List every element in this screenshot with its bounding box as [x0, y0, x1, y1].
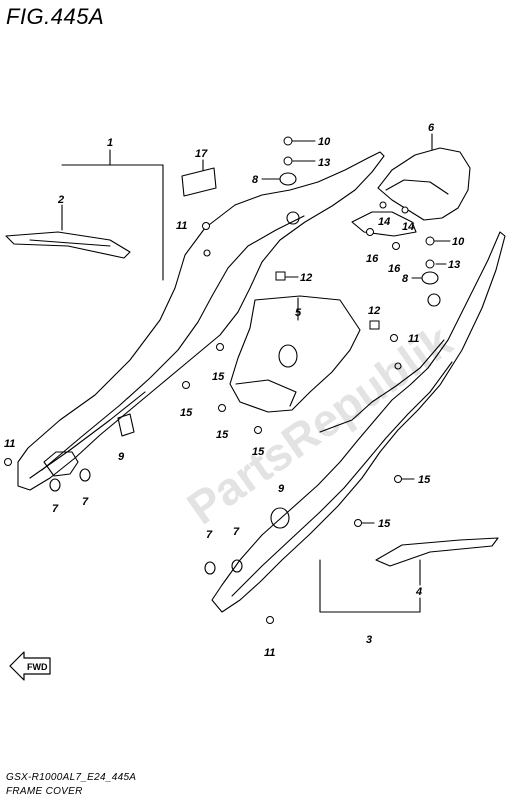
left-cover-tab — [43, 451, 79, 477]
nut-15f — [354, 519, 362, 527]
center-cover-lower-flap — [235, 379, 297, 407]
callout-17: 17 — [195, 148, 208, 160]
callout-8: 8 — [402, 273, 409, 285]
nut-15d — [254, 426, 262, 434]
right-cover-mount-hole — [427, 293, 441, 307]
right-cover-mount-hole — [394, 362, 402, 370]
center-cover-grommet-hole — [278, 344, 298, 368]
callout-15: 15 — [212, 371, 225, 383]
callout-13: 13 — [448, 259, 460, 271]
leader-line-3 — [319, 559, 421, 613]
caution-sticker — [181, 167, 217, 197]
callout-3: 3 — [366, 634, 372, 646]
screw-10-upper — [283, 136, 293, 146]
clip-12b — [369, 320, 380, 330]
callout-10: 10 — [318, 136, 331, 148]
callout-7: 7 — [52, 503, 59, 515]
left-frame-cover — [17, 151, 385, 491]
callout-12: 12 — [300, 272, 312, 284]
callout-15: 15 — [252, 446, 265, 458]
callout-7: 7 — [206, 529, 213, 541]
callout-12: 12 — [368, 305, 380, 317]
left-decal-stripe — [5, 231, 131, 259]
insert-14a — [379, 201, 387, 209]
left-decal-stripe-line — [29, 239, 111, 247]
right-cover-upper-edge — [319, 339, 445, 433]
clip-12a — [275, 271, 286, 281]
callout-14: 14 — [378, 216, 390, 228]
callout-15: 15 — [378, 518, 391, 530]
screw-10-lower — [425, 236, 435, 246]
bolt-16a — [366, 228, 374, 236]
callout-11: 11 — [4, 438, 15, 450]
callout-7: 7 — [233, 526, 240, 538]
clip-7a — [49, 478, 61, 492]
callout-5: 5 — [295, 307, 302, 319]
callout-15: 15 — [180, 407, 193, 419]
screw-11-bottom — [266, 616, 274, 624]
left-cover-mount-hole — [203, 249, 211, 257]
nut-15a — [216, 343, 224, 351]
callout-16: 16 — [388, 263, 401, 275]
callout-2: 2 — [57, 194, 64, 206]
callout-15: 15 — [216, 429, 229, 441]
callout-11: 11 — [176, 220, 187, 232]
left-cover-mount-hole — [286, 211, 300, 225]
washer-13-upper — [283, 156, 293, 166]
left-cover-inner-edge — [41, 215, 305, 471]
callout-9: 9 — [278, 483, 285, 495]
center-rear-cover — [229, 295, 361, 413]
section-name: FRAME COVER — [6, 786, 83, 797]
nut-15e — [394, 475, 402, 483]
callout-7: 7 — [82, 496, 89, 508]
right-decal-stripe — [375, 537, 499, 567]
tail-cowl-inner — [385, 179, 449, 195]
nut-15b — [182, 381, 190, 389]
leader-line-1 — [109, 149, 164, 281]
callout-8: 8 — [252, 174, 259, 186]
grommet-8-upper — [279, 172, 297, 186]
callout-9: 9 — [118, 451, 125, 463]
callout-13: 13 — [318, 157, 330, 169]
nut-15c — [218, 404, 226, 412]
callout-1: 1 — [107, 137, 113, 149]
screw-11-upper — [202, 222, 210, 230]
grommet-8-lower — [421, 271, 439, 285]
right-cover-inner-edge — [231, 361, 453, 597]
cushion-9-lower — [270, 507, 290, 529]
callout-16: 16 — [366, 253, 379, 265]
callout-11: 11 — [264, 647, 275, 659]
callout-11: 11 — [408, 333, 419, 345]
callout-10: 10 — [452, 236, 465, 248]
left-cover-lower-edge — [29, 391, 146, 479]
callout-6: 6 — [428, 122, 435, 134]
callout-15: 15 — [418, 474, 431, 486]
callout-4: 4 — [415, 586, 422, 598]
fwd-arrow-icon: FWD — [9, 651, 51, 681]
clip-7c — [204, 561, 216, 575]
clip-7b — [79, 468, 91, 482]
cushion-9-upper — [117, 413, 135, 437]
bolt-16b — [392, 242, 400, 250]
figure-title: FIG.445A — [6, 4, 105, 29]
clip-7d — [231, 559, 243, 573]
screw-11-right — [390, 334, 398, 342]
tail-seat-cowl — [377, 147, 471, 221]
callout-14: 14 — [402, 221, 414, 233]
screw-11-left — [4, 458, 12, 466]
insert-14b — [401, 206, 409, 214]
fwd-label: FWD — [27, 662, 48, 672]
washer-13-lower — [425, 259, 435, 269]
model-code: GSX-R1000AL7_E24_445A — [6, 772, 137, 783]
right-frame-cover — [211, 231, 506, 613]
